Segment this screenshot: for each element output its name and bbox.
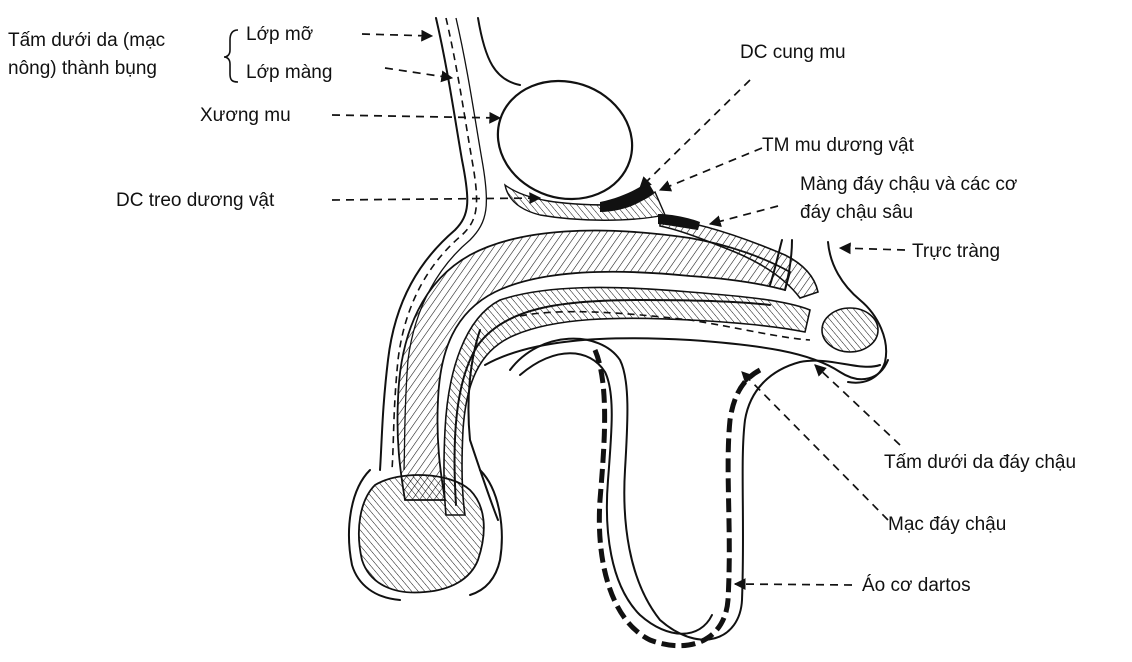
label-truc-trang: Trực tràng	[912, 241, 1000, 262]
arrow-dc-cung-mu	[640, 80, 750, 188]
label-mang-day-chau-1: Màng đáy chậu và các cơ	[800, 174, 1017, 195]
scrotum-outer	[510, 339, 880, 640]
arrow-mac-day-chau	[742, 372, 888, 520]
label-brace	[224, 30, 238, 82]
label-dc-treo: DC treo dương vật	[116, 190, 275, 211]
label-lop-mang: Lớp màng	[246, 62, 332, 83]
bulbospongiosus	[822, 308, 878, 352]
label-mang-day-chau-2: đáy chậu sâu	[800, 202, 913, 223]
label-mac-day-chau: Mạc đáy chậu	[888, 514, 1006, 535]
arrow-lop-mo	[362, 34, 432, 36]
dartos-layer	[595, 350, 760, 646]
glans	[359, 475, 484, 593]
label-ao-co-dartos: Áo cơ dartos	[862, 575, 971, 596]
arrow-dc-treo	[332, 198, 540, 200]
arrow-mang-day-chau	[710, 206, 778, 224]
label-tam-duoi-da-1: Tấm dưới da (mạc	[8, 30, 165, 51]
scrotum-inner	[520, 353, 712, 634]
arrow-tam-duoi-da-day-chau	[815, 365, 900, 445]
abdominal-wall-inner	[478, 18, 520, 85]
label-xuong-mu: Xương mu	[200, 105, 291, 126]
label-dc-cung-mu: DC cung mu	[740, 42, 846, 63]
label-lop-mo: Lớp mỡ	[246, 24, 313, 45]
arrow-truc-trang	[840, 248, 905, 250]
anatomy-drawing	[349, 18, 888, 646]
label-tam-duoi-da-2: nông) thành bụng	[8, 58, 157, 79]
label-tam-duoi-da-day-chau: Tấm dưới da đáy chậu	[884, 452, 1076, 473]
arrow-lop-mang	[385, 68, 452, 78]
arrow-ao-co-dartos	[735, 584, 852, 585]
label-tm-mu: TM mu dương vật	[762, 135, 915, 156]
